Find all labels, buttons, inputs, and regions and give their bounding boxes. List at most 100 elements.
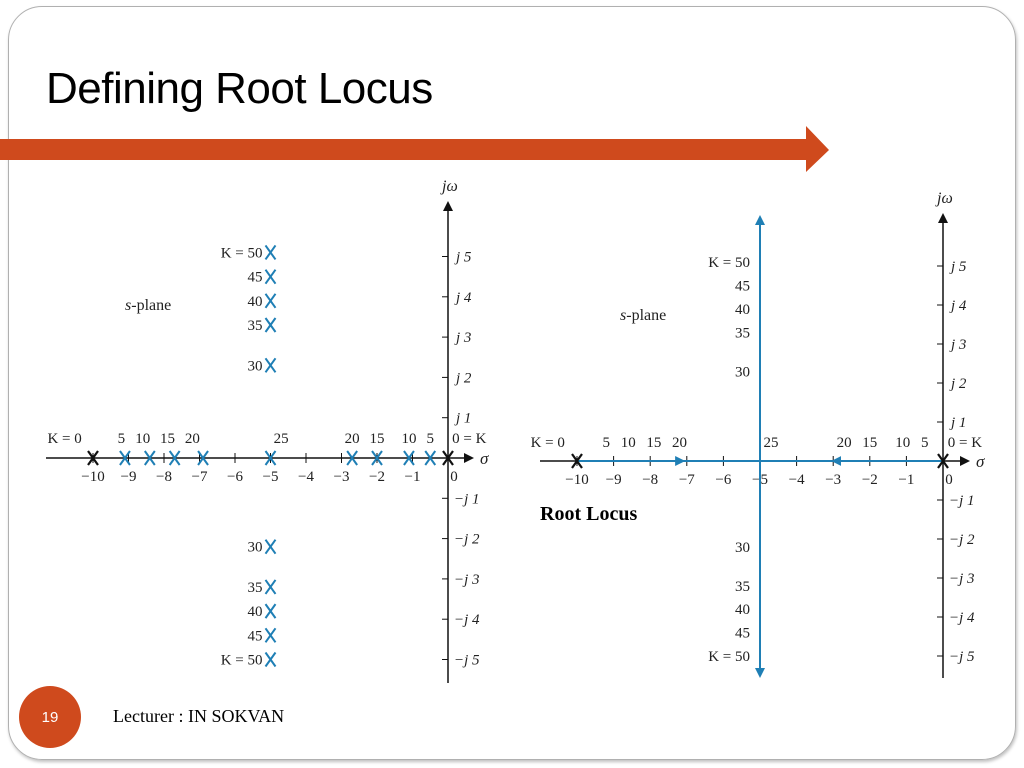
k-gain-label: 35 (248, 318, 263, 334)
closed-loop-pole-marker-stroke-b (371, 450, 383, 466)
k-gain-label: K = 0 (531, 435, 565, 451)
closed-loop-pole-marker-stroke-b (264, 450, 277, 466)
open-loop-pole-marker (442, 450, 454, 466)
k-gain-label: K = 0 (47, 431, 81, 447)
open-loop-pole-marker-stroke-b (442, 450, 454, 466)
closed-loop-pole-marker (403, 450, 415, 466)
sigma-tick-label: −6 (715, 472, 731, 488)
k-gain-label: 20 (345, 431, 360, 447)
jw-tick-label: −j 4 (454, 612, 480, 628)
k-gain-label: 10 (621, 435, 636, 451)
jw-tick-label: −j 2 (454, 532, 480, 548)
sigma-tick-label: −9 (606, 472, 622, 488)
k-gain-label: 0 = K (452, 431, 486, 447)
slide-title: Defining Root Locus (46, 64, 433, 113)
closed-loop-pole-marker (264, 579, 277, 595)
sigma-tick-label: −1 (898, 472, 914, 488)
sigma-tick-label: −2 (369, 469, 385, 485)
jw-tick-label: j 2 (454, 370, 472, 386)
sigma-tick-label: −9 (121, 469, 137, 485)
closed-loop-pole-marker (197, 450, 209, 466)
jw-tick-label: j 4 (454, 290, 472, 306)
open-loop-pole-marker-stroke-b (87, 450, 99, 466)
closed-loop-pole-marker (264, 357, 277, 373)
jw-tick-label: j 3 (949, 337, 966, 353)
title-arrow-banner (0, 126, 829, 172)
sigma-tick-label: 0 (945, 472, 953, 488)
k-gain-label: 40 (735, 302, 750, 318)
k-gain-label: 45 (248, 270, 263, 286)
closed-loop-pole-marker (119, 450, 131, 466)
closed-loop-pole-marker (371, 450, 383, 466)
jw-tick-label: −j 5 (454, 653, 480, 669)
k-gain-label: 10 (135, 431, 150, 447)
sigma-tick-label: −7 (679, 472, 695, 488)
closed-loop-pole-marker (264, 539, 277, 555)
k-gain-label: 45 (735, 626, 750, 642)
sigma-tick-label: −10 (81, 469, 104, 485)
open-loop-pole-marker-stroke-b (571, 453, 583, 469)
jw-tick-label: j 3 (454, 330, 471, 346)
closed-loop-pole-marker-stroke-b (264, 539, 277, 555)
open-loop-pole-marker (571, 453, 583, 469)
k-gain-label: K = 50 (708, 255, 750, 271)
open-loop-pole-marker-stroke-b (937, 453, 949, 469)
jw-tick-label: j 4 (949, 298, 967, 314)
k-gain-label: 25 (274, 431, 289, 447)
k-gain-label: 10 (895, 435, 910, 451)
k-gain-label: 45 (735, 279, 750, 295)
sigma-tick-label: −7 (192, 469, 208, 485)
k-gain-label: K = 50 (221, 245, 263, 261)
closed-loop-pole-marker (264, 269, 277, 285)
jw-tick-label: −j 2 (949, 532, 975, 548)
closed-loop-pole-marker-stroke-b (403, 450, 415, 466)
closed-loop-pole-marker-stroke-b (264, 579, 277, 595)
closed-loop-pole-marker-stroke-b (264, 651, 277, 668)
sigma-tick-label: −10 (565, 472, 588, 488)
slide-frame (8, 6, 1016, 760)
k-gain-label: 45 (248, 628, 263, 644)
closed-loop-pole-marker (264, 627, 277, 643)
closed-loop-pole-marker-stroke-b (264, 269, 277, 285)
sigma-tick-label: −1 (405, 469, 421, 485)
jw-tick-label: j 1 (454, 411, 471, 427)
k-gain-label: 20 (185, 431, 200, 447)
root-locus-caption: Root Locus (540, 503, 638, 525)
jw-tick-label: −j 3 (454, 572, 480, 588)
jw-tick-label: −j 4 (949, 610, 975, 626)
s-plane-label: s-plane (125, 297, 171, 314)
jw-tick-label: j 1 (949, 415, 966, 431)
closed-loop-pole-marker-stroke-b (264, 317, 277, 333)
sigma-tick-label: −5 (263, 469, 279, 485)
k-gain-label: K = 50 (708, 649, 750, 665)
sigma-tick-label: 0 (450, 469, 458, 485)
jw-tick-label: −j 5 (949, 649, 975, 665)
jw-tick-label: −j 1 (949, 493, 975, 509)
k-gain-label: 30 (248, 540, 263, 556)
closed-loop-pole-marker-stroke-b (264, 293, 277, 309)
closed-loop-pole-marker-stroke-b (264, 603, 277, 619)
k-gain-label: 35 (735, 325, 750, 341)
closed-loop-pole-marker-stroke-b (143, 450, 156, 466)
k-gain-label: 35 (248, 580, 263, 596)
s-plane-label: s-plane (620, 307, 666, 324)
k-gain-label: 40 (248, 604, 263, 620)
closed-loop-pole-marker (264, 293, 277, 309)
closed-loop-pole-marker (264, 244, 277, 261)
closed-loop-pole-marker (143, 450, 156, 466)
k-gain-label: 10 (401, 431, 416, 447)
sigma-tick-label: −3 (825, 472, 841, 488)
closed-loop-pole-marker-stroke-b (264, 627, 277, 643)
k-gain-label: 15 (646, 435, 661, 451)
k-gain-label: 20 (837, 435, 852, 451)
sigma-tick-label: −3 (334, 469, 350, 485)
open-loop-pole-marker (87, 450, 99, 466)
closed-loop-pole-marker-stroke-b (424, 450, 437, 466)
closed-loop-pole-marker-stroke-b (264, 357, 277, 373)
open-loop-pole-marker (937, 453, 949, 469)
k-gain-label: 35 (735, 579, 750, 595)
closed-loop-pole-marker (424, 450, 437, 466)
k-gain-label: 5 (118, 431, 126, 447)
